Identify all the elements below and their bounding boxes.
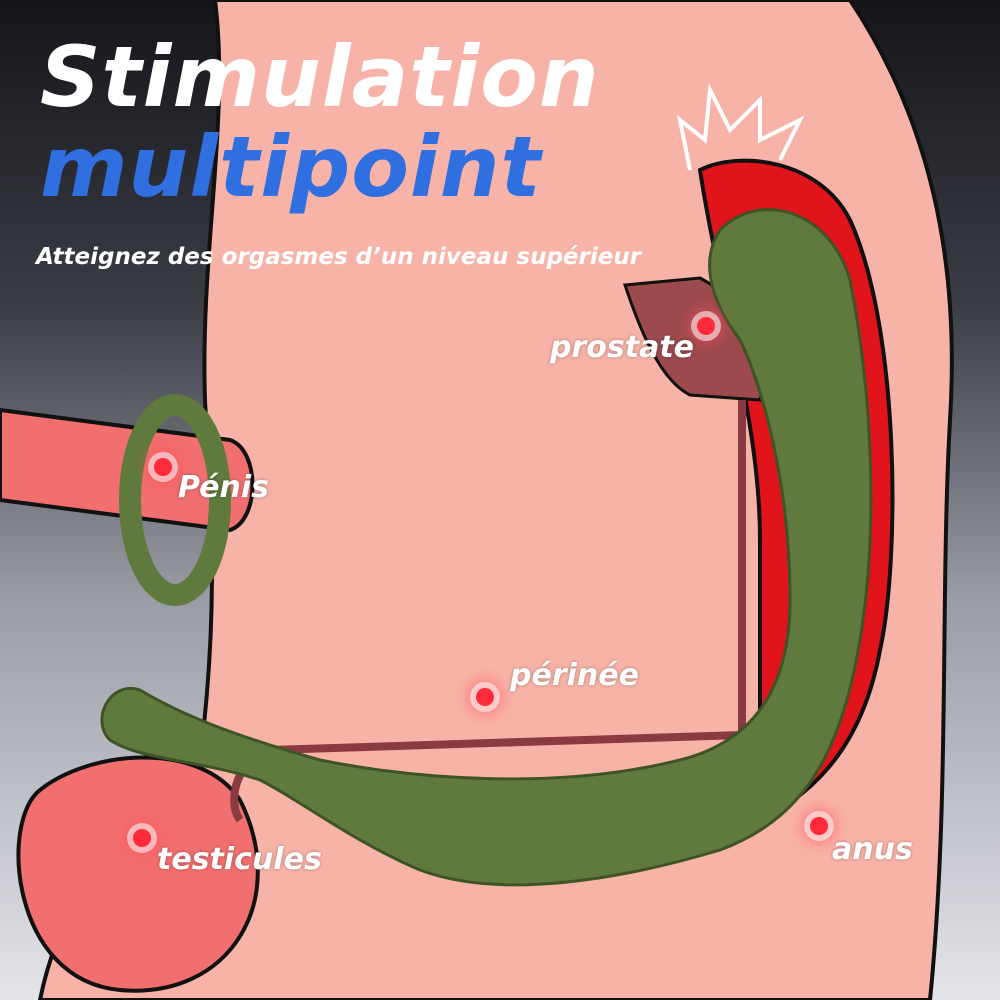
anus-point-icon [810, 817, 828, 835]
title-line-2: multipoint [40, 118, 542, 216]
subtitle: Atteignez des orgasmes d’un niveau supér… [36, 244, 642, 270]
testicules-label: testicules [157, 842, 322, 877]
scrotum-shape [16, 755, 260, 993]
anus-label: anus [832, 832, 913, 867]
title-line-1: Stimulation [40, 28, 600, 126]
prostate-point-icon [697, 317, 715, 335]
burst-icon [676, 82, 805, 171]
device-ring [119, 394, 231, 606]
testicules-point-icon [133, 829, 151, 847]
penis-label: Pénis [178, 470, 270, 505]
prostate-label: prostate [550, 330, 695, 365]
perinee-point-icon [476, 688, 494, 706]
perinee-label: périnée [510, 658, 639, 693]
penis-point-icon [154, 458, 172, 476]
device-probe [100, 208, 873, 887]
